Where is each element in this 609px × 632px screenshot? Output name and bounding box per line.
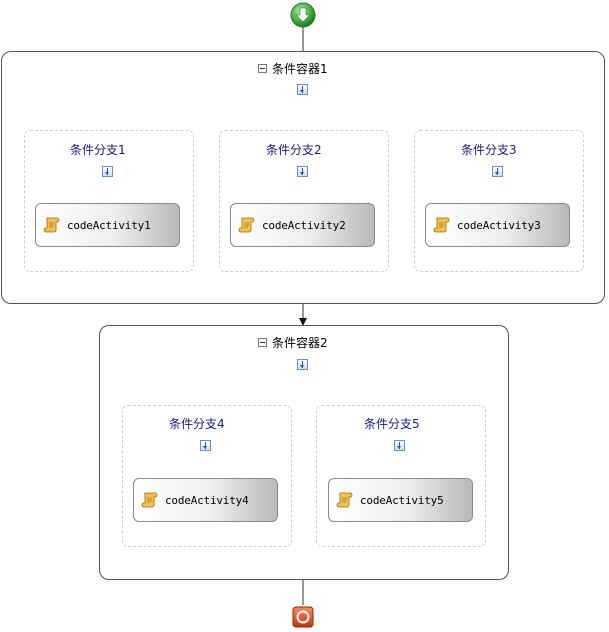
code-scroll-icon (43, 216, 61, 234)
activity-label: codeActivity4 (165, 493, 249, 507)
drop-target-icon[interactable] (297, 84, 308, 95)
container-title: 条件容器1 (272, 61, 328, 76)
code-activity[interactable]: codeActivity4 (133, 478, 278, 522)
branch-title: 条件分支1 (70, 143, 126, 157)
branch-title: 条件分支5 (364, 417, 420, 431)
condition-branch-1[interactable] (24, 130, 194, 272)
code-activity[interactable]: codeActivity2 (230, 203, 375, 247)
collapse-minus-icon[interactable] (258, 63, 267, 73)
container-1-header: 条件容器1 (258, 60, 328, 76)
branch-title: 条件分支4 (169, 417, 225, 431)
condition-branch-3[interactable] (414, 130, 584, 272)
condition-branch-5[interactable] (316, 405, 486, 547)
stop-icon[interactable] (292, 606, 314, 632)
condition-branch-2[interactable] (219, 130, 389, 272)
drop-target-icon[interactable] (394, 440, 405, 451)
code-scroll-icon (141, 491, 159, 509)
branch-title: 条件分支2 (266, 143, 322, 157)
code-activity[interactable]: codeActivity3 (425, 203, 570, 247)
start-icon[interactable] (290, 2, 316, 32)
drop-target-icon[interactable] (297, 166, 308, 177)
code-scroll-icon (238, 216, 256, 234)
activity-label: codeActivity2 (262, 218, 346, 232)
activity-label: codeActivity1 (67, 218, 151, 232)
collapse-minus-icon[interactable] (258, 337, 267, 347)
drop-target-icon[interactable] (200, 440, 211, 451)
activity-label: codeActivity5 (360, 493, 444, 507)
drop-target-icon[interactable] (297, 359, 308, 370)
drop-target-icon[interactable] (102, 166, 113, 177)
code-scroll-icon (336, 491, 354, 509)
branch-title: 条件分支3 (461, 143, 517, 157)
code-scroll-icon (433, 216, 451, 234)
container-2-header: 条件容器2 (258, 334, 328, 350)
code-activity[interactable]: codeActivity1 (35, 203, 180, 247)
drop-target-icon[interactable] (492, 166, 503, 177)
code-activity[interactable]: codeActivity5 (328, 478, 473, 522)
activity-label: codeActivity3 (457, 218, 541, 232)
condition-branch-4[interactable] (122, 405, 292, 547)
container-title: 条件容器2 (272, 335, 328, 350)
